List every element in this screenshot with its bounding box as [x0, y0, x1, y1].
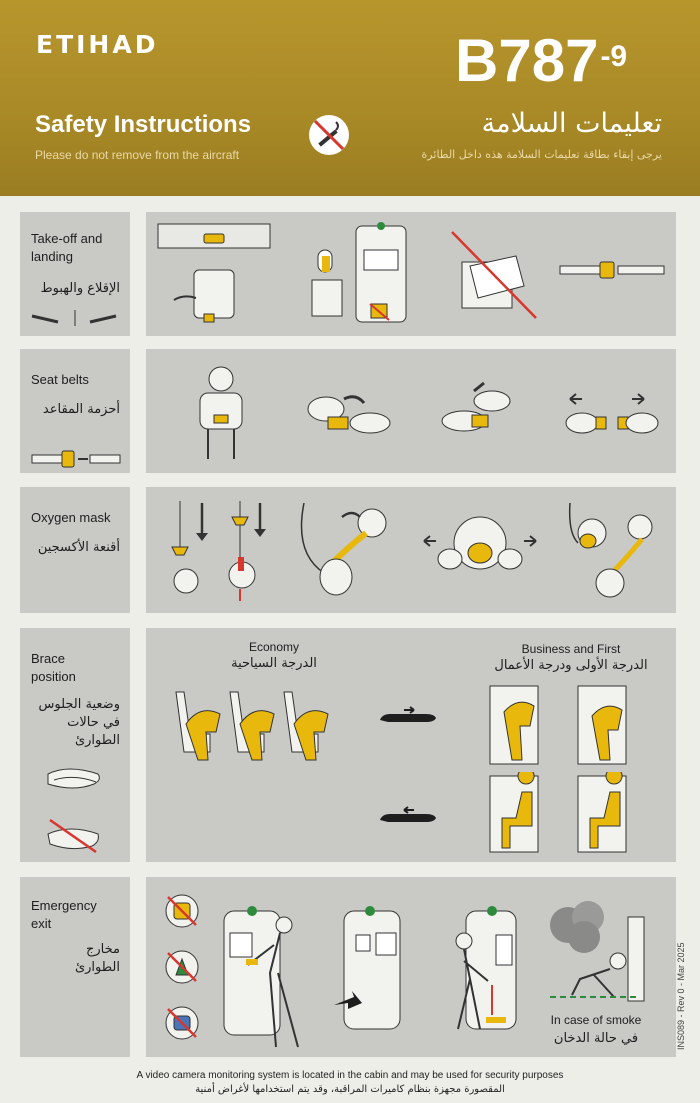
- takeoff-label-ar: الإقلاع والهبوط: [40, 281, 120, 296]
- brace-panel: Economy الدرجة السياحية Business and Fir…: [146, 628, 676, 862]
- takeoff-label-en: Take-off and landing: [31, 231, 103, 264]
- brace-business-ar: الدرجة الأولى ودرجة الأعمال: [494, 658, 648, 673]
- armrest-icon: [31, 310, 117, 326]
- hands-stacked-icon: [47, 768, 100, 789]
- door-handle-icon: [334, 906, 401, 1030]
- business-brace-rearward-icon: [489, 772, 627, 853]
- brace-economy-ar: الدرجة السياحية: [231, 656, 317, 671]
- exit-panel: In case of smoke في حالة الدخان: [146, 877, 676, 1057]
- oxygen-label-ar: أقنعة الأكسجين: [37, 540, 120, 555]
- help-child-icon: [568, 502, 653, 598]
- buckle-icon: [31, 450, 121, 468]
- oxygen-label-box: Oxygen mask أقنعة الأكسجين: [20, 487, 130, 613]
- section-exit: Emergency exit مخارج الطوارئ: [20, 877, 676, 1057]
- aircraft-model: B787-9: [455, 27, 628, 94]
- subtitle-english: Please do not remove from the aircraft: [35, 148, 240, 162]
- exit-label-en: Emergency exit: [31, 898, 97, 931]
- brace-label-box: Brace position وضعية الجلوس في حالات الط…: [20, 628, 130, 862]
- header-band: ETIHAD B787-9 Safety Instructions Please…: [0, 0, 700, 196]
- exit-label-box: Emergency exit مخارج الطوارئ: [20, 877, 130, 1057]
- section-brace: Brace position وضعية الجلوس في حالات الط…: [20, 628, 676, 862]
- adjust-mask-icon: [423, 516, 537, 570]
- pull-handle-icon: [455, 906, 517, 1030]
- mask-drop-icon: [171, 501, 266, 601]
- aircraft-rearward-icon: [380, 806, 436, 822]
- seated-person-icon: [199, 366, 243, 459]
- aircraft-forward-icon: [380, 706, 436, 722]
- economy-brace-icon: [175, 691, 329, 761]
- exit-label-ar: مخارج الطوارئ: [74, 942, 120, 975]
- brace-economy-en: Economy: [248, 640, 300, 654]
- smoke-crawl-icon: [550, 901, 645, 1002]
- takeoff-label-box: Take-off and landing الإقلاع والهبوط: [20, 212, 130, 336]
- title-english: Safety Instructions: [35, 111, 252, 138]
- smoke-caption-en: In case of smoke: [550, 1013, 642, 1027]
- smoke-caption-ar: في حالة الدخان: [553, 1031, 639, 1046]
- no-laptop-icon: [451, 231, 537, 319]
- seatbelts-label-ar: أحزمة المقاعد: [42, 402, 120, 417]
- takeoff-panel: [146, 212, 676, 336]
- section-oxygen: Oxygen mask أقنعة الأكسجين: [20, 487, 676, 613]
- camera-notice-en: A video camera monitoring system is loca…: [136, 1070, 564, 1081]
- no-baggage-icons: [165, 894, 199, 1040]
- seatbelts-label-en: Seat belts: [31, 372, 89, 387]
- oxygen-label-en: Oxygen mask: [31, 510, 111, 525]
- camera-notice-ar: المقصورة مجهزة بنظام كاميرات المراقبة، و…: [195, 1084, 505, 1095]
- section-takeoff: Take-off and landing الإقلاع والهبوط: [20, 212, 676, 336]
- section-seatbelts: Seat belts أحزمة المقاعد: [20, 349, 676, 473]
- release-belt-icon: [565, 393, 659, 434]
- apply-mask-icon: [300, 502, 387, 596]
- tighten-belt-icon: [441, 381, 511, 432]
- oxygen-panel: [146, 487, 676, 613]
- tray-table-icon: [311, 222, 407, 323]
- seat-upright-icon: [157, 223, 271, 323]
- etihad-logo: ETIHAD: [36, 30, 159, 59]
- seatbelts-label-box: Seat belts أحزمة المقاعد: [20, 349, 130, 473]
- brace-business-en: Business and First: [521, 642, 621, 656]
- brace-label-en: Brace position: [31, 651, 76, 684]
- subtitle-arabic: يرجى إبقاء بطاقة تعليمات السلامة هذه داخ…: [421, 148, 662, 161]
- no-smoking-icon: [309, 115, 349, 155]
- belt-fastened-icon: [559, 261, 665, 279]
- seatbelts-panel: [146, 349, 676, 473]
- no-interlaced-hands-icon: [47, 818, 99, 854]
- title-arabic: تعليمات السلامة: [481, 108, 662, 139]
- fasten-belt-icon: [307, 395, 391, 434]
- card-revision-code: INS089 - Rev 0 - Mar 2025: [676, 942, 686, 1050]
- business-brace-forward-icon: [489, 685, 627, 765]
- open-door-icon: [223, 906, 299, 1048]
- brace-label-ar: وضعية الجلوس في حالات الطوارئ: [38, 697, 120, 748]
